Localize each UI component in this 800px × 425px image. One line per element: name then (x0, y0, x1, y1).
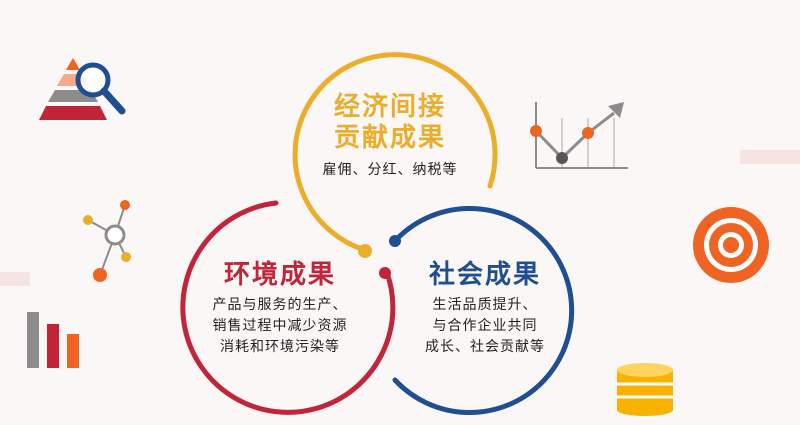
decor-stripe-left (0, 272, 30, 286)
social-body-line3: 成长、社会贡献等 (425, 339, 545, 355)
decor-stripe-right (740, 150, 800, 164)
pyramid-search-icon (39, 58, 126, 120)
social-outcome-text: 社会成果 生活品质提升、 与合作企业共同 成长、社会贡献等 (395, 260, 575, 358)
target-icon (693, 207, 769, 283)
social-body-line2: 与合作企业共同 (432, 318, 538, 334)
social-body-line1: 生活品质提升、 (432, 297, 538, 313)
bar-chart-icon (27, 312, 79, 368)
line-chart-icon (530, 102, 628, 169)
database-icon (617, 363, 673, 416)
network-nodes-icon (83, 200, 131, 282)
social-ring (392, 206, 575, 415)
environment-ring-end-dot (379, 267, 391, 279)
economic-ring-end-dot (358, 244, 372, 258)
economic-title-line2: 贡献成果 (333, 123, 446, 153)
social-title: 社会成果 (428, 260, 541, 290)
environment-title: 环境成果 (223, 260, 336, 290)
environment-body-line1: 产品与服务的生产、 (212, 297, 348, 313)
environment-body-line3: 消耗和环境污染等 (220, 339, 340, 355)
environment-outcome-text: 环境成果 产品与服务的生产、 销售过程中减少资源 消耗和环境污染等 (180, 260, 380, 358)
social-ring-end-dot (389, 235, 401, 247)
economic-ring (292, 52, 498, 253)
economic-body-line1: 雇佣、分红、纳税等 (322, 162, 458, 178)
economic-title-line1: 经济间接 (333, 92, 446, 122)
environment-ring (180, 200, 396, 415)
environment-body-line2: 销售过程中减少资源 (212, 318, 348, 334)
economic-outcome-text: 经济间接 贡献成果 雇佣、分红、纳税等 (290, 92, 490, 181)
